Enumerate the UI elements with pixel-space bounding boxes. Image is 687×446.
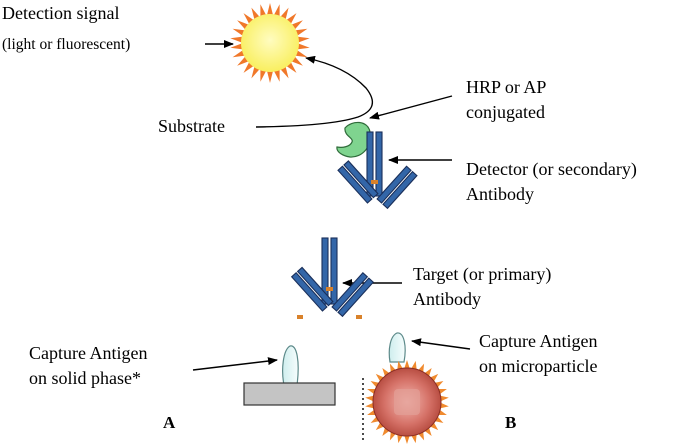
label-target-line2: Antibody	[413, 289, 482, 309]
pointer-arrows	[192, 40, 471, 371]
microparticle	[365, 360, 449, 444]
panel-label-a: A	[163, 413, 176, 432]
label-detector-line2: Antibody	[466, 184, 535, 204]
label-capture-solid-line1: Capture Antigen	[29, 343, 148, 363]
label-detector-line1: Detector (or secondary)	[466, 159, 637, 179]
label-target-line1: Target (or primary)	[413, 264, 552, 284]
detector-hinge	[371, 180, 378, 184]
label-hrp-line2: conjugated	[466, 102, 545, 122]
label-capture-solid-line2: on solid phase*	[29, 368, 141, 388]
arrow-substrate-to-signal	[255, 55, 374, 128]
capture-antigen-solid	[282, 345, 299, 386]
target-antibody	[290, 237, 375, 318]
detector-antibody	[337, 131, 418, 210]
label-hrp-line1: HRP or AP	[466, 77, 547, 97]
arrow-capture-micro	[411, 338, 471, 350]
signal-core	[241, 14, 299, 72]
label-detection-signal: Detection signal	[2, 3, 120, 23]
label-detection-signal-sub: (light or fluorescent)	[2, 36, 131, 53]
arrow-capture-solid	[192, 357, 278, 371]
enzyme-conjugate	[336, 121, 372, 158]
solid-phase-plate	[243, 382, 336, 406]
target-hinge	[297, 287, 362, 319]
label-capture-micro-line2: on microparticle	[479, 356, 598, 376]
detection-signal-burst	[230, 3, 310, 83]
arrow-hrp-conjugated	[369, 95, 453, 120]
label-substrate: Substrate	[158, 116, 225, 136]
capture-antigen-micro	[388, 332, 406, 363]
label-capture-micro-line1: Capture Antigen	[479, 331, 598, 351]
panel-label-b: B	[505, 413, 517, 432]
